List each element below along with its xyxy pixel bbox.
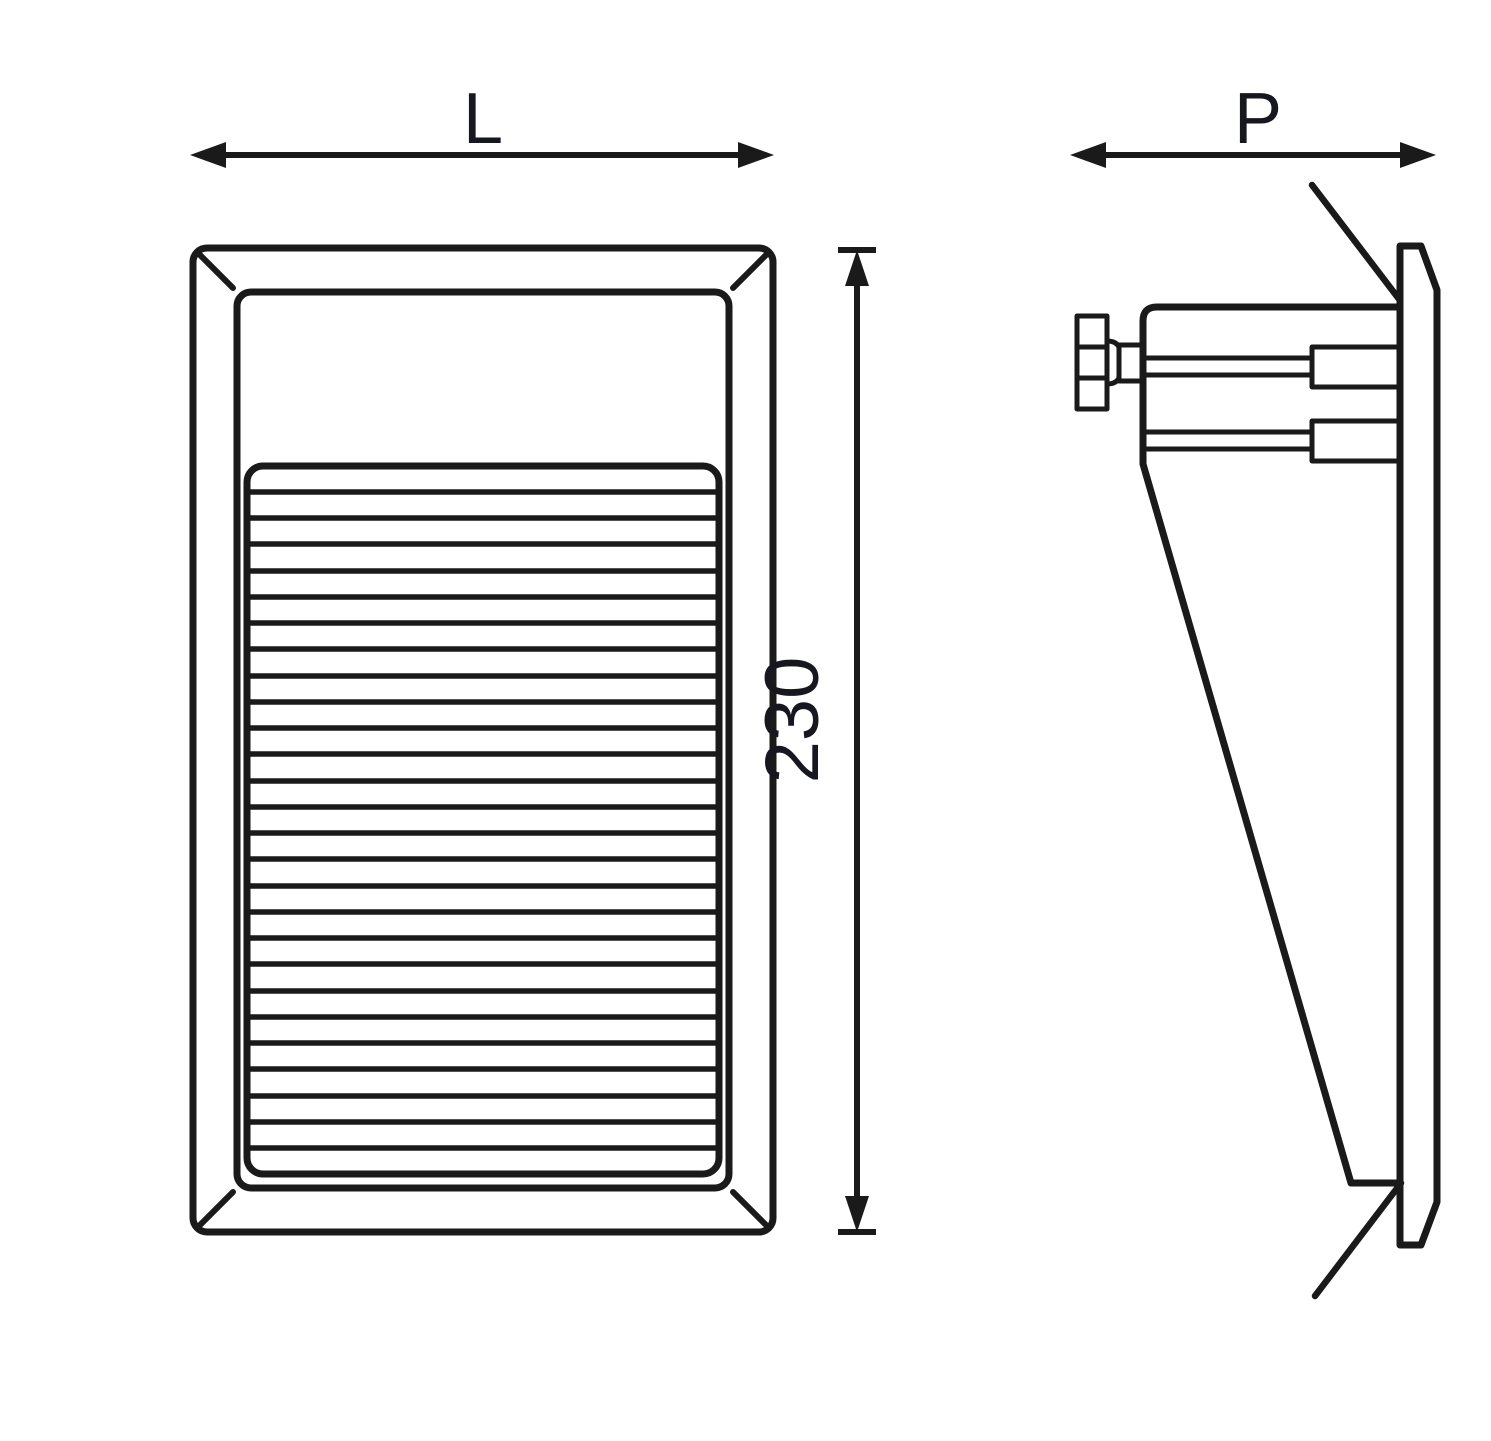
rod-upper-sleeve-block [1309, 344, 1403, 390]
arrowhead-left-width [190, 142, 226, 168]
body-profile-wedge [1139, 303, 1404, 1187]
miter-line-top-left [194, 249, 236, 291]
leader-line-bottom [1311, 1179, 1405, 1300]
rod-lower-sleeve-block [1309, 418, 1403, 464]
arrowhead-bottom-height [845, 1196, 869, 1232]
front-outer-frame [189, 244, 777, 1236]
side-view: P [1070, 79, 1441, 1300]
arrowhead-left-depth [1070, 142, 1106, 168]
arrowhead-top-height [845, 250, 869, 286]
miter-line-bottom-left [194, 1189, 236, 1231]
dimension-label-height: 230 [750, 657, 835, 784]
louvre-grille [243, 462, 723, 1178]
dimension-height-230: 230 [750, 247, 876, 1235]
leader-line-top [1308, 181, 1403, 303]
rod-assembly-upper [1140, 344, 1403, 390]
louvre-slat-group [244, 489, 722, 1151]
front-inner-frame [233, 288, 733, 1192]
miter-line-bottom-right [730, 1189, 772, 1231]
dimension-width-L: L [190, 79, 774, 168]
adjuster-knob [1074, 313, 1146, 412]
dimension-label-width: L [463, 79, 503, 159]
arrowhead-right-width [738, 142, 774, 168]
dimension-label-depth: P [1234, 79, 1282, 159]
rod-assembly-lower [1142, 418, 1403, 464]
front-view: L [189, 79, 876, 1236]
knob-knurl-segment [1074, 375, 1110, 412]
knob-hub [1104, 338, 1122, 387]
louvre-panel-outline [243, 462, 723, 1178]
miter-line-top-right [730, 249, 772, 291]
arrowhead-right-depth [1400, 142, 1436, 168]
dimension-depth-P: P [1070, 79, 1436, 168]
